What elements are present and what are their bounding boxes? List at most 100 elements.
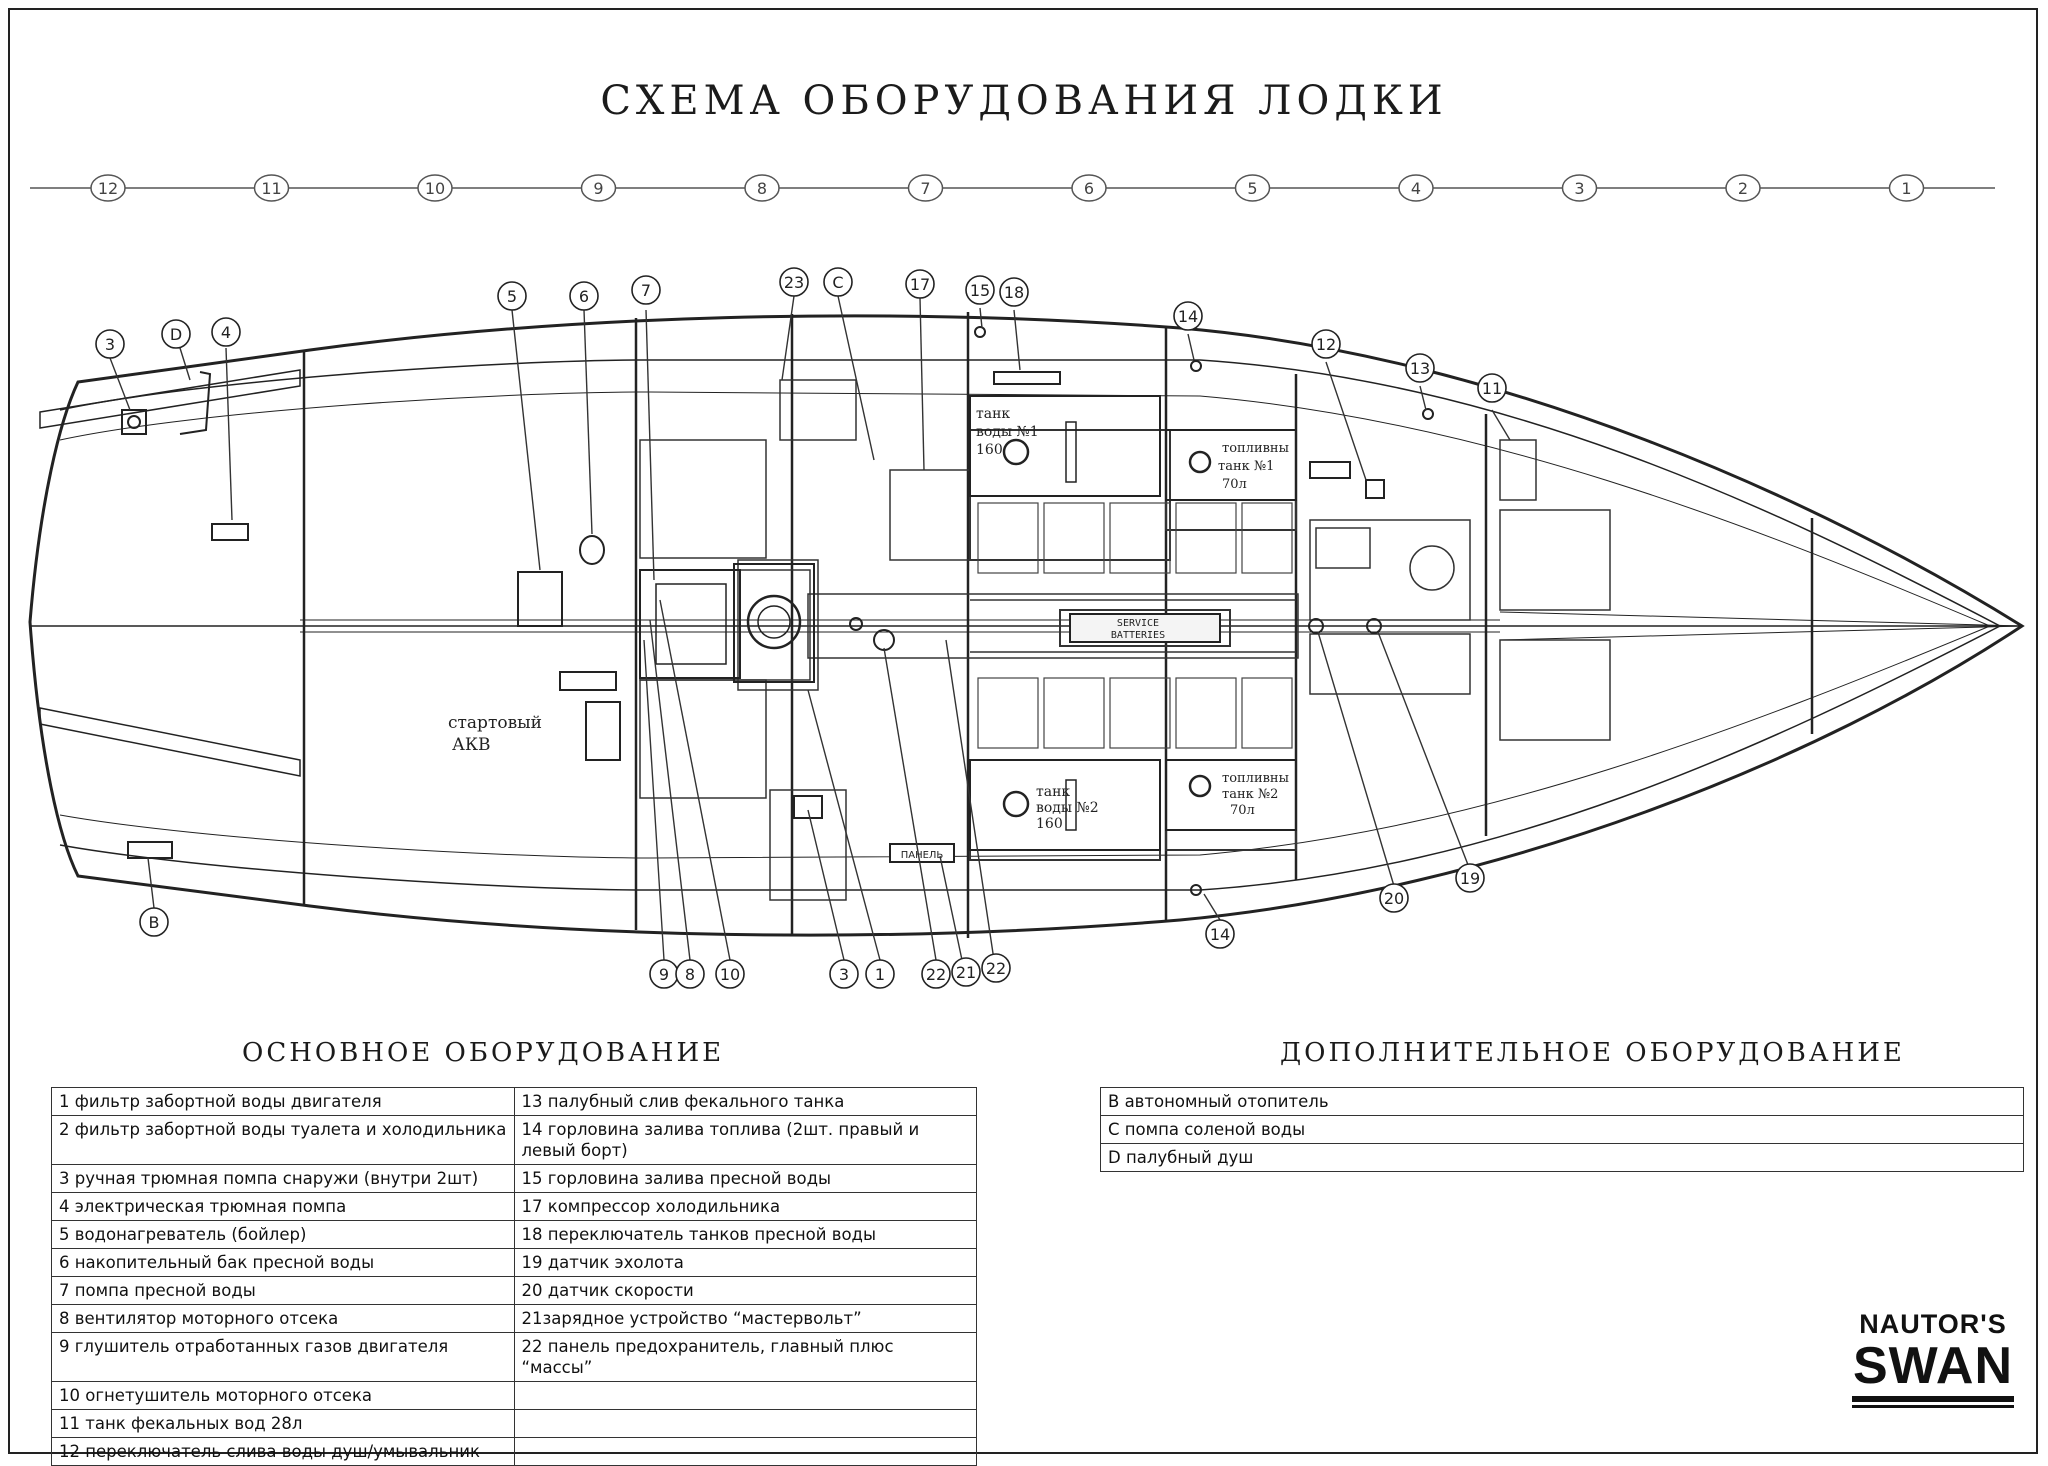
table-cell: B автономный отопитель xyxy=(1100,1087,2024,1116)
frame-number-label: 11 xyxy=(261,179,281,198)
table-row: 9 глушитель отработанных газов двигателя… xyxy=(51,1332,977,1382)
table-row: C помпа соленой воды xyxy=(1100,1115,2024,1144)
table-cell: 7 помпа пресной воды xyxy=(51,1276,515,1305)
table-cell: 11 танк фекальных вод 28л xyxy=(51,1409,515,1438)
callout-14-bottom: 14 xyxy=(1210,925,1230,944)
page-title: СХЕМА ОБОРУДОВАНИЯ ЛОДКИ xyxy=(600,78,1448,124)
callout-4: 4 xyxy=(221,323,231,342)
frame-number-12: 12 xyxy=(90,174,126,202)
callout-22-left: 22 xyxy=(926,965,946,984)
extra-equipment-table: B автономный отопитель C помпа соленой в… xyxy=(1100,1087,2024,1172)
water-tank-1-label-3: 160 xyxy=(976,442,1003,458)
service-batteries-label-1: SERVICE xyxy=(1117,618,1159,629)
table-row: D палубный душ xyxy=(1100,1143,2024,1172)
callout-17: 17 xyxy=(910,275,930,294)
components xyxy=(121,326,1434,896)
service-batteries: SERVICE BATTERIES xyxy=(1069,613,1221,643)
table-cell: 9 глушитель отработанных газов двигателя xyxy=(51,1332,515,1382)
table-cell: C помпа соленой воды xyxy=(1100,1115,2024,1144)
frame-number-1: 1 xyxy=(1888,174,1925,202)
frame-number-label: 5 xyxy=(1247,179,1257,198)
table-cell: 19 датчик эхолота xyxy=(513,1248,977,1277)
nautors-swan-logo: NAUTOR'S SWAN xyxy=(1852,1308,2014,1408)
callout-23: 23 xyxy=(784,273,804,292)
table-cell: 3 ручная трюмная помпа снаружи (внутри 2… xyxy=(51,1164,515,1193)
hull-outline xyxy=(28,314,2025,937)
fuse-panel: ПАНЕЛЬ xyxy=(889,843,955,863)
callout-19: 19 xyxy=(1460,869,1480,888)
callout-D: D xyxy=(170,325,182,344)
table-cell xyxy=(513,1437,977,1466)
frame-number-9: 9 xyxy=(580,174,617,202)
table-cell: 14 горловина залива топлива (2шт. правый… xyxy=(513,1115,977,1165)
callout-13: 13 xyxy=(1410,359,1430,378)
callout-9: 9 xyxy=(659,965,669,984)
floor-grid-upper xyxy=(977,502,1293,574)
table-cell: 4 электрическая трюмная помпа xyxy=(51,1192,515,1221)
callout-14-top: 14 xyxy=(1178,307,1198,326)
table-row: 10 огнетушитель моторного отсека xyxy=(51,1381,977,1410)
main-equipment-heading: ОСНОВНОЕ ОБОРУДОВАНИЕ xyxy=(242,1038,725,1068)
frame-number-label: 10 xyxy=(425,179,445,198)
frame-number-label: 8 xyxy=(757,179,767,198)
callouts: 3 D 4 5 6 7 23 C 17 15 18 14 12 13 11 B … xyxy=(95,267,1507,989)
starter-battery: стартовый АКВ xyxy=(448,701,621,761)
fuel-tank-2-label-2: танк №2 xyxy=(1222,787,1278,802)
callout-21: 21 xyxy=(956,963,976,982)
table-cell: 6 накопительный бак пресной воды xyxy=(51,1248,515,1277)
callout-3-top: 3 xyxy=(105,335,115,354)
callout-20: 20 xyxy=(1384,889,1404,908)
callout-6: 6 xyxy=(579,287,589,306)
table-cell: 15 горловина залива пресной воды xyxy=(513,1164,977,1193)
water-tank-1-label-2: воды №1 xyxy=(976,424,1039,440)
water-heater xyxy=(517,535,617,691)
fuel-tank-1-label-3: 70л xyxy=(1222,477,1247,492)
frame-number-2: 2 xyxy=(1725,174,1761,202)
leader-lines xyxy=(109,295,1511,961)
callout-11: 11 xyxy=(1482,379,1502,398)
extra-equipment-heading: ДОПОЛНИТЕЛЬНОЕ ОБОРУДОВАНИЕ xyxy=(1280,1038,1905,1068)
frame-number-label: 3 xyxy=(1574,179,1584,198)
water-tank-2-label-3: 160 xyxy=(1036,816,1063,832)
table-row: 5 водонагреватель (бойлер)18 переключате… xyxy=(51,1220,977,1249)
table-cell: 22 панель предохранитель, главный плюс “… xyxy=(513,1332,977,1382)
logo-top-text: NAUTOR'S xyxy=(1859,1309,2007,1339)
frame-number-label: 9 xyxy=(593,179,603,198)
frame-number-11: 11 xyxy=(253,174,290,202)
fuel-tank-1: топливны танк №1 70л xyxy=(1165,429,1297,501)
callout-10: 10 xyxy=(720,965,740,984)
frame-number-label: 2 xyxy=(1738,179,1748,198)
callout-8: 8 xyxy=(685,965,695,984)
frame-number-label: 1 xyxy=(1901,179,1911,198)
page-frame xyxy=(8,8,2038,1454)
table-cell: 13 палубный слив фекального танка xyxy=(513,1087,977,1116)
logo-bar xyxy=(1852,1396,2014,1402)
table-row: 2 фильтр забортной воды туалета и холоди… xyxy=(51,1115,977,1165)
table-cell: 20 датчик скорости xyxy=(513,1276,977,1305)
table-cell: 17 компрессор холодильника xyxy=(513,1192,977,1221)
frame-number-6: 6 xyxy=(1071,174,1107,202)
water-tank-1-label-1: танк xyxy=(976,406,1010,422)
table-row: 12 переключатель слива воды душ/умывальн… xyxy=(51,1437,977,1466)
callout-1: 1 xyxy=(875,965,885,984)
fuel-tank-2: топливны танк №2 70л xyxy=(1165,759,1297,831)
table-cell xyxy=(513,1381,977,1410)
fuel-tank-1-label-2: танк №1 xyxy=(1218,459,1274,474)
callout-12: 12 xyxy=(1316,335,1336,354)
table-cell: 1 фильтр забортной воды двигателя xyxy=(51,1087,515,1116)
starter-battery-label-2: АКВ xyxy=(452,735,491,755)
callout-C: C xyxy=(832,273,843,292)
callout-B: B xyxy=(149,913,160,932)
logo-bar-thin xyxy=(1852,1405,2014,1408)
callout-7: 7 xyxy=(641,281,651,300)
fuse-panel-label: ПАНЕЛЬ xyxy=(901,850,944,861)
water-tank-2-label-1: танк xyxy=(1036,784,1070,800)
